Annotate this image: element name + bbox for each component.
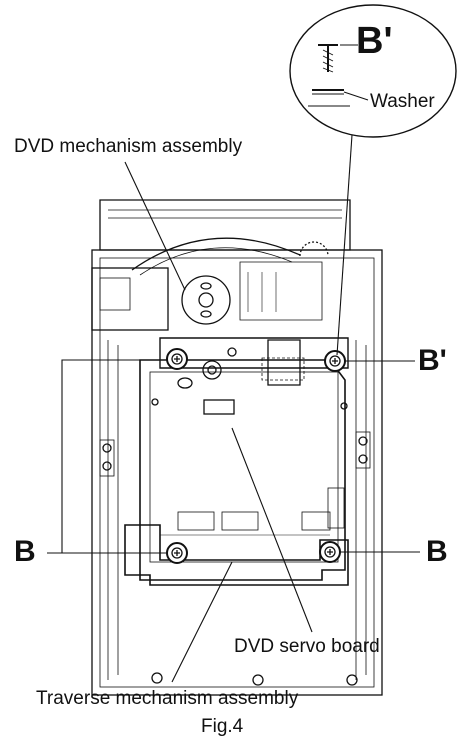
label-dvd-servo-board: DVD servo board [234,636,380,657]
screw-b-prime-left [166,348,188,370]
label-b-left: B [14,535,36,568]
figure-caption: Fig.4 [201,716,244,737]
label-washer: Washer [370,91,435,112]
spindle-hub [181,275,231,325]
callout-bubble [289,4,457,356]
screw-b-prime-right [324,350,346,372]
label-b-right: B [426,535,448,568]
label-dvd-mechanism-assembly: DVD mechanism assembly [14,136,243,157]
label-b-prime-callout: B' [356,20,393,62]
screw-b-left [166,542,188,564]
label-traverse-mechanism-assembly: Traverse mechanism assembly [36,688,299,709]
screw-b-right [319,541,341,563]
disc-mechanism [91,237,329,331]
leader-lines [47,161,420,683]
chassis-frame [91,199,383,696]
label-b-prime-right: B' [418,344,447,377]
